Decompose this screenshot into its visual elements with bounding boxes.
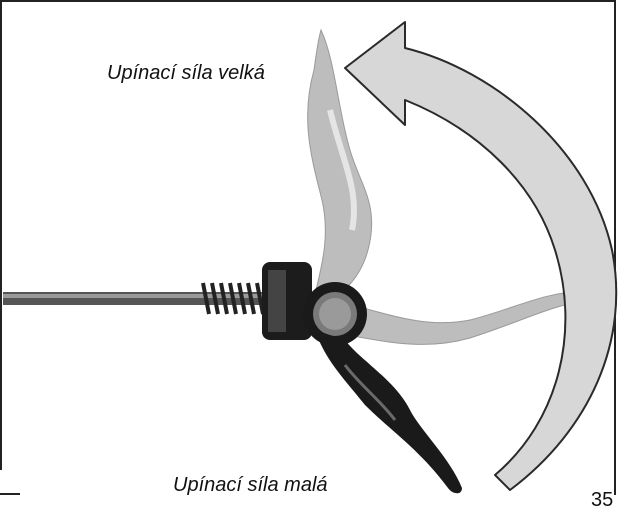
label-high-clamping-force: Upínací síla velká [107, 62, 265, 85]
page-number: 35 [591, 489, 613, 512]
label-low-clamping-force: Upínací síla malá [173, 474, 328, 497]
lever-open-side [330, 292, 580, 344]
